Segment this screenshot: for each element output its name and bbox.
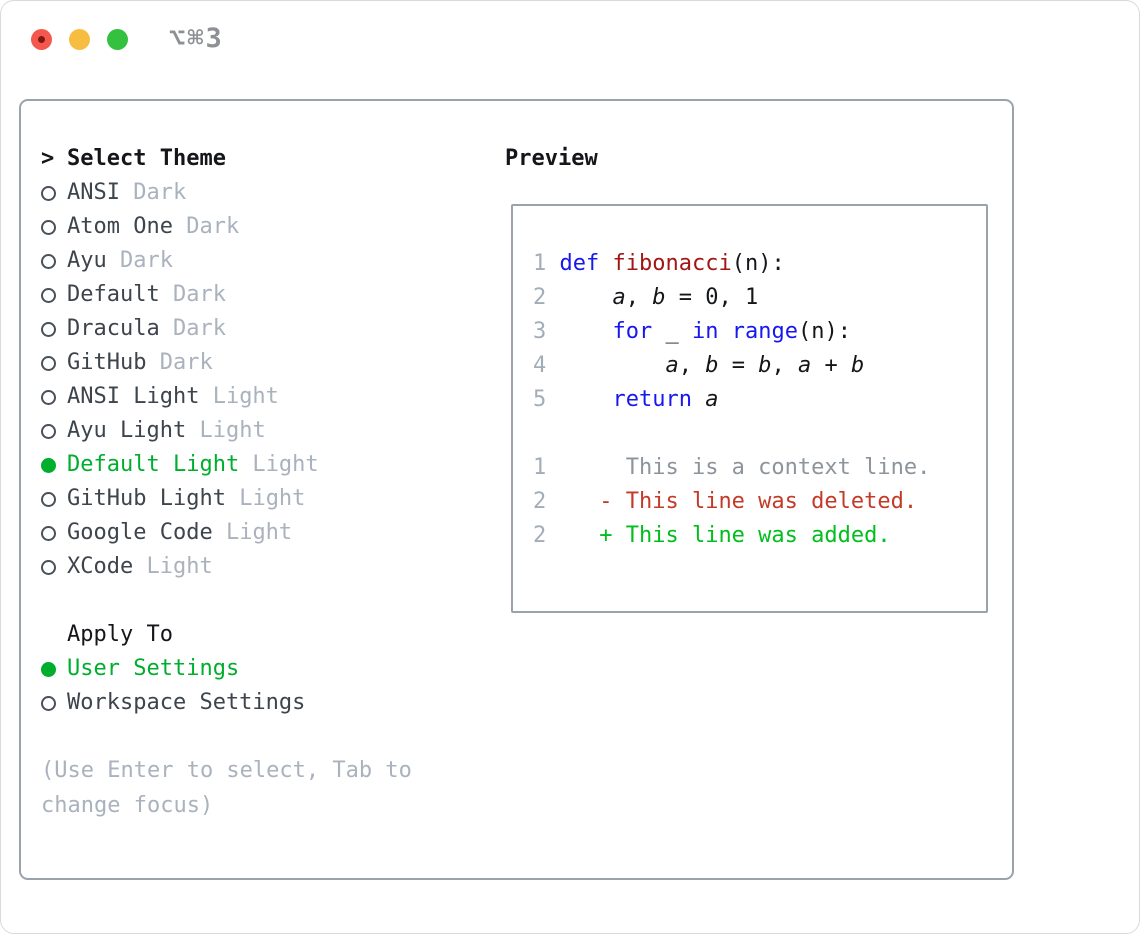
theme-name: XCode — [67, 554, 134, 579]
radio-marker — [41, 312, 67, 346]
apply-option-workspace-settings[interactable]: Workspace Settings — [41, 686, 481, 720]
theme-variant: Dark — [119, 180, 187, 205]
theme-variant: Light — [199, 384, 279, 409]
theme-variant: Light — [225, 486, 306, 511]
theme-option-ansi[interactable]: ANSI Dark — [41, 176, 481, 210]
theme-name: ANSI — [67, 180, 120, 205]
radio-marker — [41, 346, 67, 380]
radio-marker — [41, 244, 67, 278]
theme-option-default[interactable]: Default Dark — [41, 278, 481, 312]
radio-unselected-icon — [41, 253, 56, 269]
spacer — [41, 584, 481, 618]
window-shortcut-label: ⌥⌘3 — [169, 23, 224, 54]
radio-unselected-icon — [41, 287, 56, 303]
theme-option-default-light[interactable]: Default Light Light — [41, 448, 481, 482]
close-button[interactable] — [31, 29, 52, 50]
titlebar: ⌥⌘3 — [1, 1, 1139, 77]
theme-variant: Dark — [146, 350, 213, 375]
theme-variant: Light — [186, 418, 266, 443]
apply-option-label: Workspace Settings — [67, 690, 306, 715]
radio-marker — [41, 210, 67, 244]
theme-name: Default Light — [67, 452, 240, 477]
radio-unselected-icon — [41, 525, 56, 541]
theme-option-xcode[interactable]: XCode Light — [41, 550, 481, 584]
radio-unselected-icon — [41, 559, 56, 575]
apply-option-user-settings[interactable]: User Settings — [41, 652, 481, 686]
theme-option-dracula[interactable]: Dracula Dark — [41, 312, 481, 346]
theme-option-google-code[interactable]: Google Code Light — [41, 516, 481, 550]
theme-variant: Dark — [106, 248, 173, 273]
theme-option-github[interactable]: GitHub Dark — [41, 346, 481, 380]
radio-marker — [41, 550, 67, 584]
apply-option-label: User Settings — [67, 656, 240, 681]
radio-marker — [41, 686, 67, 720]
minimize-button[interactable] — [69, 29, 90, 50]
theme-name: ANSI Light — [67, 384, 200, 409]
theme-name: Google Code — [67, 520, 213, 545]
select-theme-header: > Select Theme — [41, 142, 481, 176]
theme-variant: Light — [133, 554, 213, 579]
apply-to-indent — [41, 618, 67, 652]
code-line: 5 return a — [533, 387, 719, 412]
theme-name: GitHub — [67, 350, 147, 375]
radio-unselected-icon — [41, 491, 56, 507]
theme-name: Ayu — [67, 248, 107, 273]
theme-variant: Light — [212, 520, 293, 545]
code-line: 2 - This line was deleted. — [533, 489, 918, 514]
radio-unselected-icon — [41, 695, 56, 711]
theme-name: Atom One — [67, 214, 173, 239]
radio-unselected-icon — [41, 389, 56, 405]
spacer — [41, 720, 481, 754]
theme-option-ayu-light[interactable]: Ayu Light Light — [41, 414, 481, 448]
zoom-button[interactable] — [107, 29, 128, 50]
apply-to-title: Apply To — [67, 622, 173, 647]
preview-code: 1 def fibonacci(n): 2 a, b = 0, 1 3 for _ … — [533, 247, 930, 553]
preview-box: 1 def fibonacci(n): 2 a, b = 0, 1 3 for _ … — [511, 204, 988, 613]
code-line — [533, 417, 930, 451]
theme-variant: Dark — [159, 316, 226, 341]
radio-marker — [41, 482, 67, 516]
code-line: 2 + This line was added. — [533, 523, 891, 548]
radio-unselected-icon — [41, 355, 56, 371]
theme-variant: Light — [239, 452, 319, 477]
theme-name: Dracula — [67, 316, 160, 341]
hint-text: (Use Enter to select, Tab to change focu… — [41, 758, 412, 818]
radio-selected-icon — [41, 661, 56, 677]
prompt-icon: > — [41, 146, 55, 171]
theme-option-github-light[interactable]: GitHub Light Light — [41, 482, 481, 516]
theme-name: Default — [67, 282, 160, 307]
radio-marker — [41, 176, 67, 210]
theme-name: GitHub Light — [67, 486, 226, 511]
radio-marker — [41, 414, 67, 448]
theme-option-atom-one[interactable]: Atom One Dark — [41, 210, 481, 244]
code-line: 1 This is a context line. — [533, 455, 931, 480]
code-line: 1 def fibonacci(n): — [533, 251, 785, 276]
radio-unselected-icon — [41, 219, 56, 235]
radio-marker — [41, 278, 67, 312]
theme-option-ansi-light[interactable]: ANSI Light Light — [41, 380, 481, 414]
apply-to-header: Apply To — [41, 618, 481, 652]
radio-unselected-icon — [41, 321, 56, 337]
theme-option-ayu[interactable]: Ayu Dark — [41, 244, 481, 278]
theme-variant: Dark — [159, 282, 226, 307]
close-modified-dot-icon — [38, 36, 45, 43]
radio-unselected-icon — [41, 423, 56, 439]
select-theme-title: Select Theme — [67, 146, 226, 171]
code-line: 3 for _ in range(n): — [533, 319, 851, 344]
radio-marker — [41, 516, 67, 550]
radio-marker — [41, 380, 67, 414]
theme-name: Ayu Light — [67, 418, 187, 443]
radio-marker — [41, 448, 67, 482]
radio-selected-icon — [41, 457, 56, 473]
code-line: 2 a, b = 0, 1 — [533, 285, 759, 310]
theme-variant: Dark — [172, 214, 240, 239]
radio-marker — [41, 652, 67, 686]
code-line: 4 a, b = b, a + b — [533, 353, 865, 378]
preview-title: Preview — [505, 146, 598, 171]
radio-unselected-icon — [41, 185, 56, 201]
